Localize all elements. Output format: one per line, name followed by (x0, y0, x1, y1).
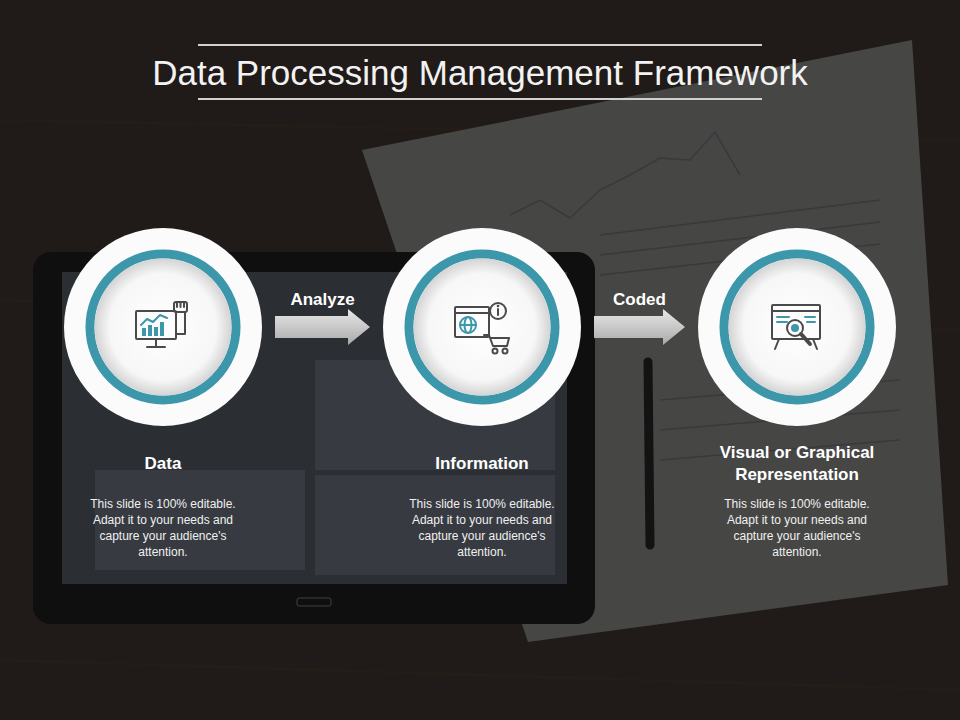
node-heading: Visual or Graphical Representation (702, 434, 892, 494)
circle-outline (382, 227, 582, 427)
node-icon (772, 305, 820, 349)
edge-label: Analyze (263, 290, 383, 310)
outer-circle (698, 228, 896, 426)
teal-ring (90, 254, 236, 400)
inner-circle (729, 259, 866, 396)
edge-label: Coded (580, 290, 700, 310)
node-heading: Data (68, 434, 258, 494)
block-arrow (275, 309, 370, 345)
block-arrow (594, 309, 685, 345)
outer-circle (64, 228, 262, 426)
title-rule (198, 98, 762, 100)
node-description: This slide is 100% editable. Adapt it to… (87, 496, 239, 560)
inner-circle (95, 259, 232, 396)
slide-title: Data Processing Management Framework (0, 50, 960, 96)
title-rule (198, 44, 762, 46)
teal-ring (409, 254, 555, 400)
node-icon (455, 303, 509, 354)
node-description: This slide is 100% editable. Adapt it to… (406, 496, 558, 560)
circle-outline (63, 227, 263, 427)
node-icon (136, 302, 187, 347)
process-circle: DataThis slide is 100% editable. Adapt i… (63, 227, 263, 560)
outer-circle (383, 228, 581, 426)
process-circle: Visual or Graphical RepresentationThis s… (697, 227, 897, 560)
inner-circle (414, 259, 551, 396)
circle-outline (697, 227, 897, 427)
node-description: This slide is 100% editable. Adapt it to… (721, 496, 873, 560)
node-heading: Information (387, 434, 577, 494)
teal-ring (724, 254, 870, 400)
process-circle: InformationThis slide is 100% editable. … (382, 227, 582, 560)
